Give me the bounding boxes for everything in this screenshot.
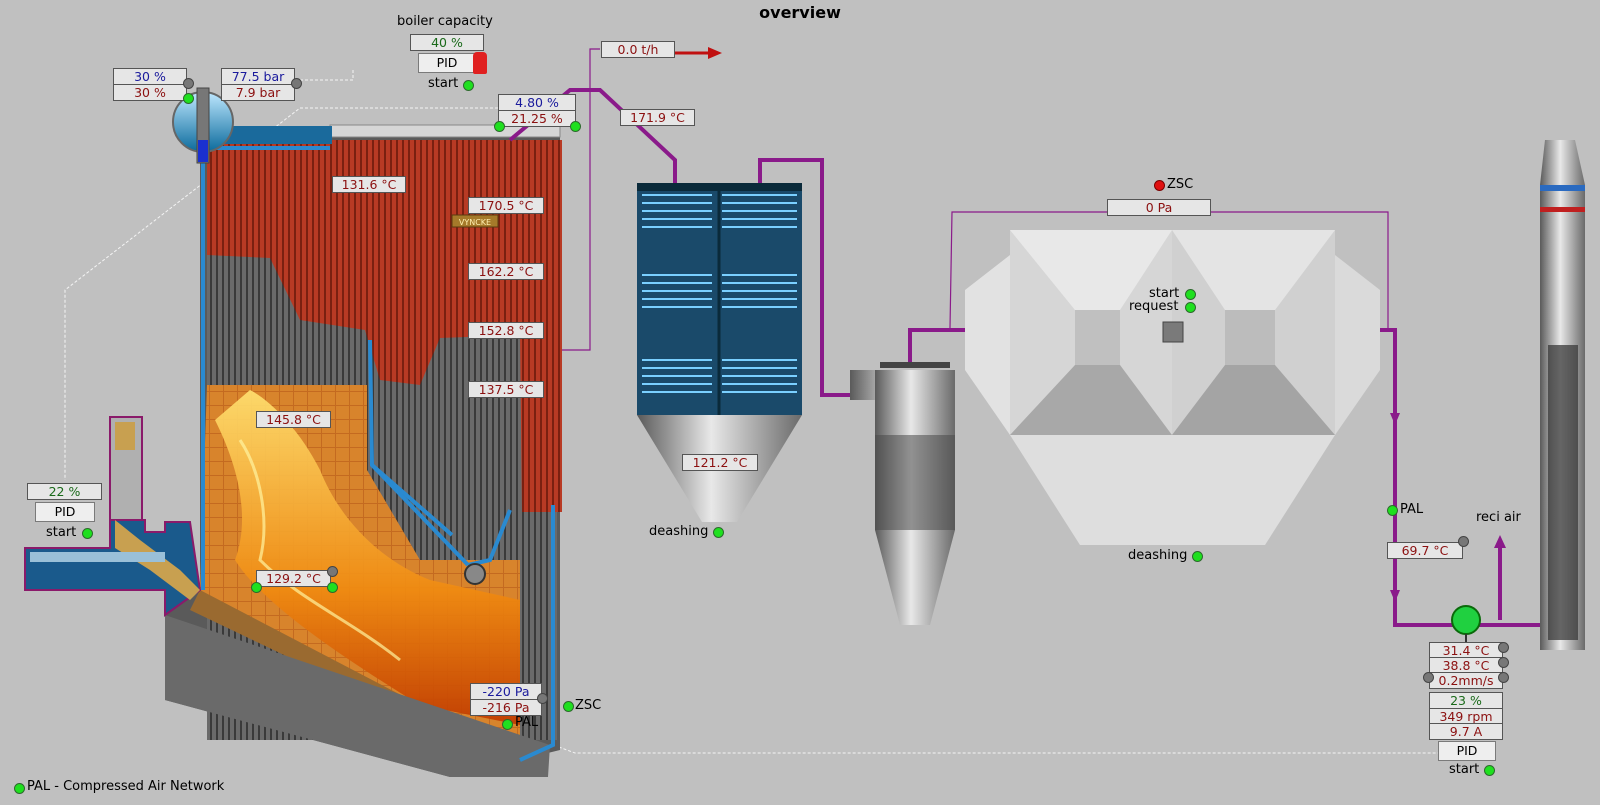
drum-level-setpoint[interactable]: 30 % [113, 68, 187, 85]
fan-start-led[interactable] [1484, 765, 1495, 776]
fan-vibration-indicator-right [1498, 672, 1509, 683]
furnace-zsc-led [563, 701, 574, 712]
drum-level-led [183, 93, 194, 104]
temp-129-indicator [327, 566, 338, 577]
filter-request-label: request [1129, 299, 1179, 314]
fan-current: 9.7 A [1429, 723, 1503, 740]
temp-152: 152.8 °C [468, 322, 544, 339]
temp-129-led-left [251, 582, 262, 593]
furnace-pressure-indicator [537, 693, 548, 704]
fan-inlet-temp: 69.7 °C [1387, 542, 1463, 559]
furnace-pressure-value: -216 Pa [470, 699, 542, 716]
economizer-temp: 121.2 °C [682, 454, 758, 471]
footer-pal-led [14, 783, 25, 794]
fan [1451, 605, 1481, 635]
boiler-capacity-start-label: start [428, 76, 459, 91]
fan-bearing-1-indicator [1498, 642, 1509, 653]
furnace-pal-label: PAL [515, 715, 539, 730]
boiler-capacity-pid-button[interactable]: PID [418, 53, 476, 73]
page-title: overview [759, 3, 841, 22]
furnace-zsc-label: ZSC [575, 698, 602, 713]
filter-zsc-label: ZSC [1167, 177, 1194, 192]
convection-section [207, 140, 562, 512]
chimney [1540, 140, 1585, 650]
fan-bearing-2-indicator [1498, 657, 1509, 668]
furnace-pal-led [502, 719, 513, 730]
boiler-capacity-label: boiler capacity [397, 14, 493, 29]
fuel-feed-start-label: start [46, 525, 77, 540]
temp-137: 137.5 °C [468, 381, 544, 398]
o2-led-left [494, 121, 505, 132]
fan-pal-label: PAL [1400, 502, 1424, 517]
economizer-deashing-label: deashing [649, 524, 709, 539]
hand-icon [473, 52, 487, 74]
fan-speed-percent: 23 % [1429, 692, 1503, 709]
filter-start-led[interactable] [1185, 289, 1196, 300]
furnace-pressure-setpoint[interactable]: -220 Pa [470, 683, 542, 700]
drum-level-value: 30 % [113, 84, 187, 101]
temp-129-led-right [327, 582, 338, 593]
footer-legend: PAL - Compressed Air Network [27, 779, 225, 794]
o2-value: 21.25 % [498, 110, 576, 127]
fan-vibration-indicator-left [1423, 672, 1434, 683]
fuel-feed-pid-button[interactable]: PID [35, 502, 95, 522]
o2-led-right [570, 121, 581, 132]
fan-inlet-temp-indicator [1458, 536, 1469, 547]
filter-start-label: start [1149, 286, 1180, 301]
fan-bearing-temp-1: 31.4 °C [1429, 642, 1503, 659]
flue-temp-out: 171.9 °C [620, 109, 695, 126]
drum-pressure-value: 7.9 bar [221, 84, 295, 101]
steam-flow-value: 0.0 t/h [601, 41, 675, 58]
fuel-feed-start-led[interactable] [82, 528, 93, 539]
drum-pressure-setpoint[interactable]: 77.5 bar [221, 68, 295, 85]
fan-pid-button[interactable]: PID [1438, 741, 1496, 761]
fan-start-label: start [1449, 762, 1480, 777]
filter-pressure: 0 Pa [1107, 199, 1211, 216]
reci-air-label: reci air [1476, 510, 1521, 525]
filter-zsc-led [1154, 180, 1165, 191]
fan-pal-led [1387, 505, 1398, 516]
bag-filter [965, 230, 1380, 545]
fuel-feed-value: 22 % [27, 483, 102, 500]
brand-plate: VYNCKE [459, 218, 491, 227]
temp-129: 129.2 °C [256, 570, 331, 587]
boiler-capacity-value: 40 % [410, 34, 484, 51]
temp-170: 170.5 °C [468, 197, 544, 214]
temp-162: 162.2 °C [468, 263, 544, 280]
drum-pressure-indicator [291, 78, 302, 89]
filter-deashing-led[interactable] [1192, 551, 1203, 562]
filter-deashing-label: deashing [1128, 548, 1188, 563]
fan-vibration: 0.2mm/s [1429, 672, 1503, 689]
boiler-capacity-start-led[interactable] [463, 80, 474, 91]
flame [215, 390, 520, 725]
o2-setpoint[interactable]: 4.80 % [498, 94, 576, 111]
economizer-deashing-led[interactable] [713, 527, 724, 538]
filter-request-led[interactable] [1185, 302, 1196, 313]
temp-145: 145.8 °C [256, 411, 331, 428]
temp-131: 131.6 °C [332, 176, 406, 193]
drum-level-indicator [183, 78, 194, 89]
